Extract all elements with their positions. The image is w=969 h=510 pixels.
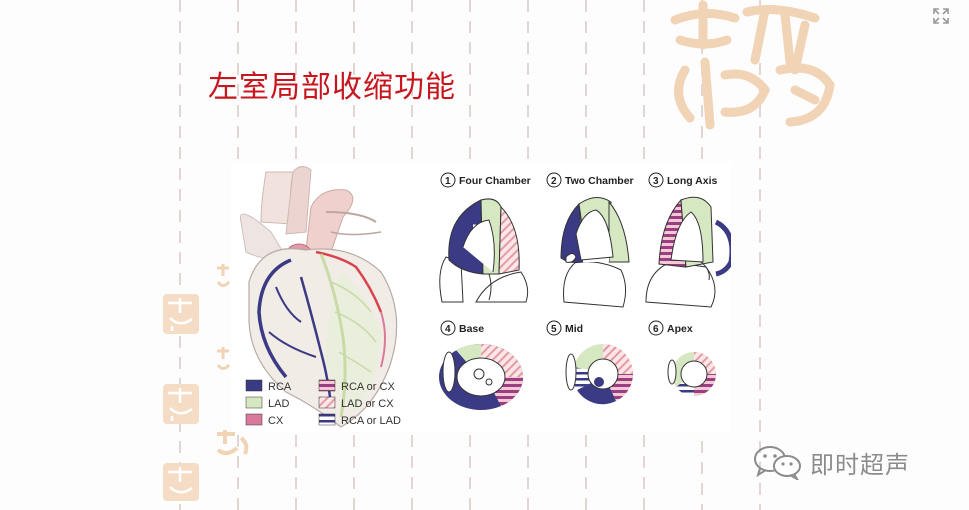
calligraphy-stamp — [163, 463, 199, 501]
legend: RCA LAD CX RCA or CX LAD or CX RCA or LA… — [245, 379, 401, 427]
view-label-four-chamber: Four Chamber — [459, 175, 531, 187]
four-chamber-view — [439, 198, 529, 303]
legend-swatch-cx — [245, 413, 263, 426]
view-number-3: 3 — [653, 176, 659, 187]
calligraphy-stamp — [216, 264, 231, 287]
view-label-mid: Mid — [565, 323, 583, 335]
legend-swatch-rca-or-lad — [318, 413, 336, 426]
legend-swatch-lad — [245, 396, 263, 409]
slide-title: 左室局部收缩功能 — [208, 70, 456, 105]
watermark-text: 即时超声 — [810, 450, 910, 479]
view-number-4: 4 — [445, 324, 451, 335]
legend-label-rca-or-lad: RCA or LAD — [341, 415, 401, 427]
calligraphy-stamp — [216, 430, 249, 455]
legend-swatch-lad-or-cx — [318, 396, 336, 409]
view-number-5: 5 — [551, 324, 557, 335]
view-label-long-axis: Long Axis — [667, 175, 718, 187]
calligraphy-stamp — [163, 294, 199, 334]
base-short-axis-view — [439, 343, 523, 410]
heart-illustration — [239, 166, 398, 428]
calligraphy-stamp — [216, 347, 231, 370]
view-label-apex: Apex — [667, 323, 693, 335]
legend-label-rca-or-cx: RCA or CX — [341, 381, 395, 393]
legend-label-rca: RCA — [268, 381, 292, 393]
two-chamber-view — [560, 197, 630, 308]
wechat-icon — [754, 446, 801, 480]
view-number-6: 6 — [653, 324, 659, 335]
coronary-territory-figure: RCA LAD CX RCA or CX LAD or CX RCA or LA… — [231, 162, 735, 432]
long-axis-view — [645, 196, 735, 308]
legend-swatch-rca-or-cx — [318, 379, 336, 392]
view-number-2: 2 — [551, 176, 557, 187]
calligraphy-decoration — [670, 0, 835, 130]
legend-label-cx: CX — [268, 415, 284, 427]
legend-swatch-rca — [245, 379, 263, 392]
legend-label-lad: LAD — [268, 398, 289, 410]
mid-short-axis-view — [565, 344, 633, 405]
legend-label-lad-or-cx: LAD or CX — [341, 398, 394, 410]
view-label-two-chamber: Two Chamber — [565, 175, 634, 187]
apex-short-axis-view — [667, 352, 716, 397]
view-labels: 1 Four Chamber 2 Two Chamber 3 Long Axis… — [440, 172, 718, 336]
wechat-watermark: 即时超声 — [752, 442, 910, 482]
calligraphy-stamp — [163, 384, 199, 424]
figure-svg: RCA LAD CX RCA or CX LAD or CX RCA or LA… — [239, 166, 735, 428]
view-number-1: 1 — [445, 176, 451, 187]
view-label-base: Base — [459, 323, 484, 335]
expand-icon[interactable] — [931, 6, 951, 26]
